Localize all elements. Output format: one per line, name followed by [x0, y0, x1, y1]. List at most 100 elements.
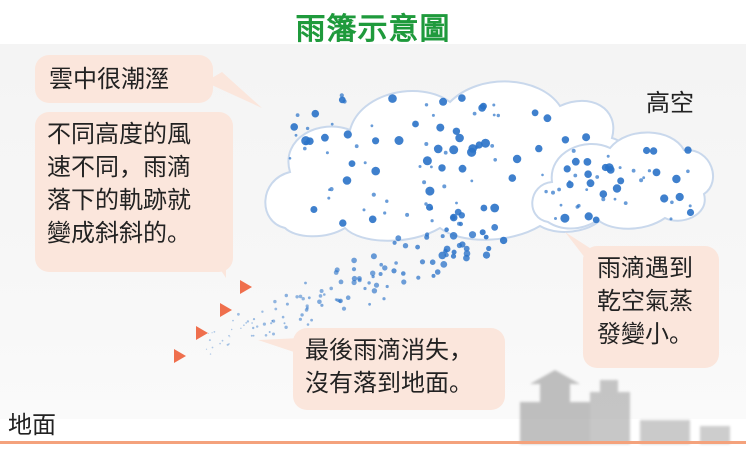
raindrop — [395, 235, 402, 242]
wind-callout: 不同高度的風 速不同，雨滴 落下的軌跡就 變成斜斜的。 — [35, 112, 233, 272]
raindrop — [419, 259, 426, 265]
raindrop — [563, 165, 571, 173]
raindrop — [303, 146, 307, 151]
raindrop — [394, 261, 398, 265]
raindrop — [371, 288, 378, 294]
raindrop — [463, 245, 470, 252]
raindrop — [684, 146, 692, 154]
raindrop — [317, 299, 322, 305]
raindrop — [211, 332, 213, 334]
raindrop — [672, 174, 681, 184]
humid-callout: 雲中很潮溼 — [35, 55, 213, 103]
raindrop — [351, 279, 357, 286]
raindrop — [431, 113, 435, 117]
raindrop — [573, 173, 578, 178]
raindrop — [613, 197, 617, 201]
raindrop — [566, 181, 574, 189]
raindrop — [378, 272, 383, 276]
raindrop — [392, 240, 397, 245]
vanish-callout-line: 最後雨滴消失， — [305, 336, 473, 364]
raindrop — [368, 215, 377, 224]
raindrop — [334, 267, 340, 273]
raindrop — [305, 306, 309, 310]
raindrop — [481, 138, 490, 148]
raindrop — [675, 192, 684, 202]
raindrop — [458, 94, 466, 102]
raindrop — [221, 339, 224, 342]
raindrop — [618, 166, 622, 170]
raindrop — [394, 136, 404, 145]
raindrop — [483, 234, 489, 240]
raindrop — [595, 175, 600, 179]
raindrop — [295, 295, 299, 299]
distant-buildings — [520, 370, 730, 444]
raindrop — [298, 317, 302, 321]
raindrop — [438, 164, 446, 172]
wind-callout-line: 不同高度的風 — [47, 120, 191, 148]
raindrop — [480, 204, 488, 212]
raindrop — [557, 187, 561, 192]
raindrop — [283, 322, 286, 325]
raindrop — [479, 229, 486, 236]
raindrop — [354, 144, 359, 149]
raindrop — [285, 302, 289, 306]
raindrop — [424, 234, 430, 240]
raindrop — [599, 190, 608, 198]
raindrop — [237, 312, 240, 316]
wind-arrow-head — [240, 280, 252, 294]
raindrop — [584, 212, 593, 221]
raindrop — [440, 261, 448, 268]
raindrop — [228, 343, 230, 345]
raindrop — [436, 123, 445, 132]
raindrop — [341, 306, 347, 311]
raindrop — [463, 250, 471, 257]
raindrop — [294, 133, 298, 137]
raindrop — [490, 203, 500, 213]
raindrop — [592, 216, 600, 224]
raindrop — [371, 166, 381, 176]
raindrop — [342, 176, 352, 185]
raindrop — [424, 103, 429, 107]
raindrop — [415, 244, 420, 250]
wind-callout-line: 變成斜斜的。 — [47, 219, 191, 248]
raindrop — [219, 342, 221, 345]
raindrop — [482, 251, 491, 259]
raindrop — [612, 184, 622, 193]
raindrop — [357, 278, 362, 283]
raindrop — [318, 294, 323, 298]
raindrop — [268, 331, 271, 333]
raindrop — [486, 245, 492, 252]
raindrop — [250, 334, 253, 337]
raindrop — [402, 243, 409, 249]
raindrop — [439, 97, 448, 106]
raindrop — [229, 336, 231, 338]
raindrop — [430, 165, 433, 169]
raindrop — [470, 179, 474, 183]
wind-arrow-head — [220, 303, 232, 317]
raindrop — [371, 192, 376, 197]
raindrop — [424, 202, 428, 206]
raindrop — [455, 201, 458, 205]
raindrop — [467, 147, 477, 157]
humid-callout-text: 雲中很潮溼 — [49, 65, 169, 93]
raindrop — [433, 144, 443, 154]
raindrop — [205, 348, 208, 350]
raindrop — [405, 212, 410, 217]
raindrop — [273, 299, 277, 304]
raindrop — [450, 253, 457, 259]
raindrop — [304, 281, 307, 285]
raindrop — [639, 178, 644, 183]
raindrop — [416, 275, 421, 280]
raindrop — [606, 154, 610, 158]
raindrop — [288, 157, 292, 160]
raindrop — [310, 318, 313, 322]
evaporate-callout: 雨滴遇到 乾空氣蒸 發變小。 — [583, 246, 719, 368]
raindrop — [382, 265, 388, 271]
raindrop — [449, 232, 458, 240]
raindrop — [442, 184, 447, 189]
raindrop — [231, 328, 233, 331]
raindrop — [270, 322, 273, 325]
raindrop — [391, 268, 397, 274]
raindrop — [401, 271, 406, 276]
